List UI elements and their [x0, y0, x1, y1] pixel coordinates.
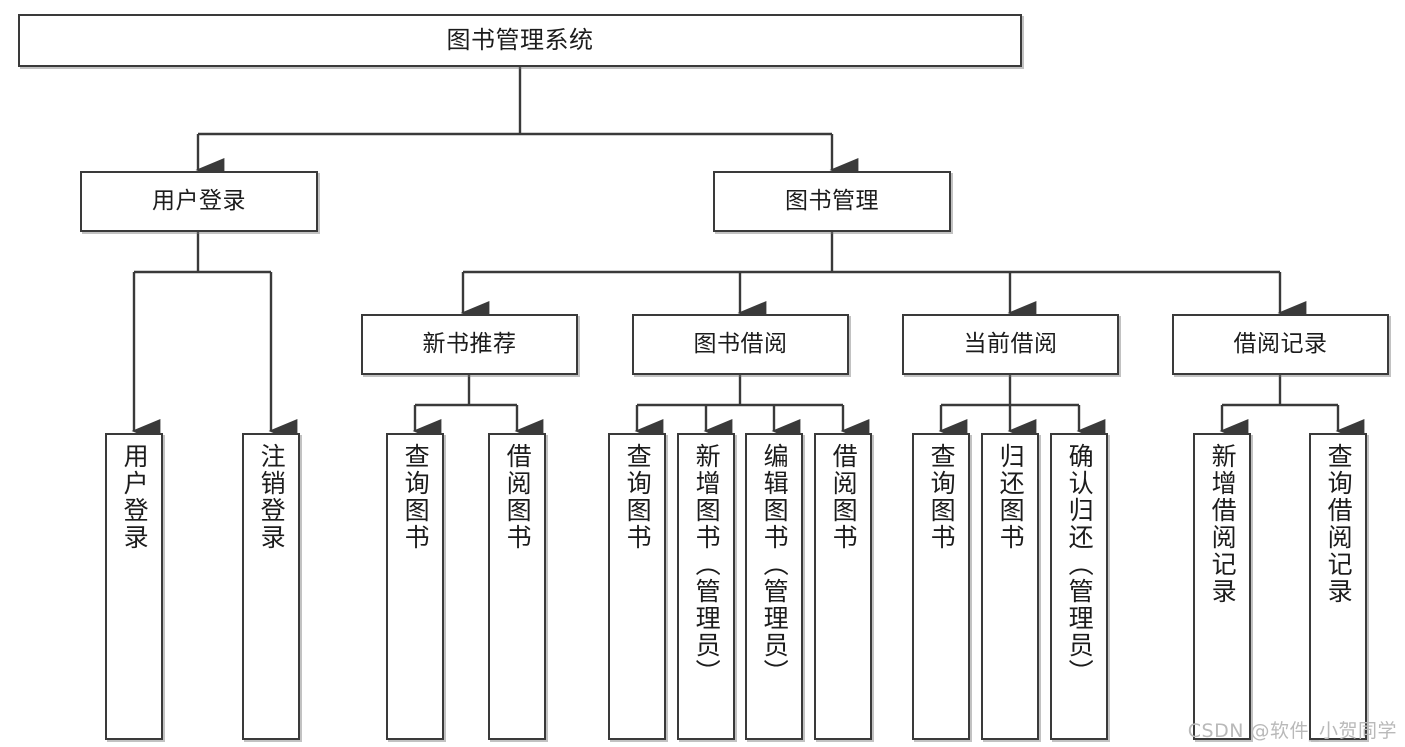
- node-label: 借阅记录: [1233, 331, 1328, 358]
- leaf-current-return-book[interactable]: 归还图书: [981, 433, 1039, 740]
- leaf-borrow-borrow-book[interactable]: 借阅图书: [814, 433, 872, 740]
- node-label: 编辑图书（管理员）: [760, 443, 790, 686]
- node-label: 借阅图书: [503, 443, 533, 551]
- node-label: 查询图书: [401, 443, 431, 551]
- leaf-borrow-query-book[interactable]: 查询图书: [608, 433, 666, 740]
- node-label: 图书管理系统: [446, 25, 594, 54]
- node-new-book-recommend[interactable]: 新书推荐: [361, 314, 578, 375]
- node-label: 借阅图书: [829, 443, 859, 551]
- node-label: 确认归还（管理员）: [1065, 443, 1095, 686]
- node-root-system[interactable]: 图书管理系统: [18, 14, 1022, 67]
- node-label: 查询图书: [623, 443, 653, 551]
- node-label: 注销登录: [257, 443, 287, 551]
- node-current-borrow[interactable]: 当前借阅: [902, 314, 1119, 375]
- node-label: 归还图书: [996, 443, 1026, 551]
- leaf-record-query[interactable]: 查询借阅记录: [1309, 433, 1367, 740]
- node-user-login[interactable]: 用户登录: [80, 171, 318, 232]
- node-label: 用户登录: [152, 188, 246, 215]
- leaf-new-book-borrow[interactable]: 借阅图书: [488, 433, 546, 740]
- node-book-management[interactable]: 图书管理: [713, 171, 951, 232]
- leaf-user-login[interactable]: 用户登录: [105, 433, 163, 740]
- node-label: 新书推荐: [422, 331, 517, 358]
- node-label: 图书管理: [785, 188, 879, 215]
- node-book-borrow[interactable]: 图书借阅: [632, 314, 849, 375]
- leaf-new-book-query[interactable]: 查询图书: [386, 433, 444, 740]
- leaf-borrow-edit-book[interactable]: 编辑图书（管理员）: [745, 433, 803, 740]
- node-borrow-record[interactable]: 借阅记录: [1172, 314, 1389, 375]
- leaf-current-confirm-return[interactable]: 确认归还（管理员）: [1050, 433, 1108, 740]
- node-label: 当前借阅: [963, 331, 1058, 358]
- leaf-borrow-add-book[interactable]: 新增图书（管理员）: [677, 433, 735, 740]
- leaf-record-add[interactable]: 新增借阅记录: [1193, 433, 1251, 740]
- node-label: 图书借阅: [693, 331, 788, 358]
- node-label: 新增借阅记录: [1208, 443, 1238, 605]
- node-label: 新增图书（管理员）: [692, 443, 722, 686]
- node-label: 用户登录: [120, 443, 150, 551]
- leaf-current-query-book[interactable]: 查询图书: [912, 433, 970, 740]
- csdn-watermark: CSDN @软件_小贺同学: [1187, 720, 1397, 742]
- node-label: 查询图书: [927, 443, 957, 551]
- leaf-user-logout[interactable]: 注销登录: [242, 433, 300, 740]
- node-label: 查询借阅记录: [1324, 443, 1354, 605]
